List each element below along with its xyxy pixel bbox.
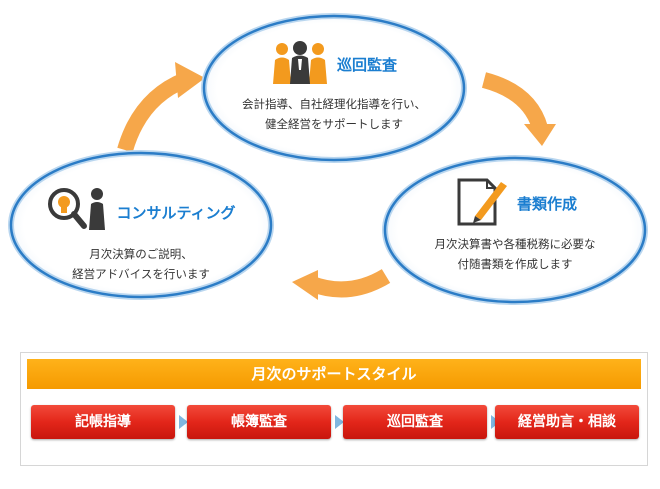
ellipse-documents <box>382 155 648 305</box>
node-patrol-desc-line2: 健全経営をサポートします <box>265 117 403 131</box>
people-icon <box>271 40 329 88</box>
cycle-arrow-top-right <box>481 72 556 146</box>
node-consulting-title: コンサルティング <box>116 203 236 222</box>
node-documents-title: 書類作成 <box>516 194 577 213</box>
node-consulting: コンサルティング 月次決算のご説明、 経営アドバイスを行います <box>21 186 261 284</box>
step-patrol-audit: 巡回監査 <box>343 405 487 439</box>
node-patrol-desc-line1: 会計指導、自社経理化指導を行い、 <box>242 97 426 111</box>
node-documents: 書類作成 月次決算書や各種税務に必要な 付随書類を作成します <box>395 176 635 274</box>
step-ledger-audit: 帳簿監査 <box>187 405 331 439</box>
node-patrol: 巡回監査 会計指導、自社経理化指導を行い、 健全経営をサポートします <box>214 40 454 134</box>
node-documents-desc-line2: 付随書類を作成します <box>457 257 573 271</box>
step-management-advice: 経営助言・相談 <box>495 405 639 439</box>
document-pen-icon <box>453 176 509 230</box>
node-consulting-desc-line1: 月次決算のご説明、 <box>89 247 193 261</box>
cycle-arrow-bottom <box>292 269 391 300</box>
support-steps: 記帳指導 帳簿監査 巡回監査 経営助言・相談 <box>27 405 641 445</box>
cycle-diagram <box>8 13 648 305</box>
support-style-panel: 月次のサポートスタイル 記帳指導 帳簿監査 巡回監査 経営助言・相談 <box>20 352 648 466</box>
node-documents-desc-line1: 月次決算書や各種税務に必要な <box>434 237 596 251</box>
node-consulting-desc-line2: 経営アドバイスを行います <box>72 267 210 281</box>
step-bookkeeping-guidance: 記帳指導 <box>31 405 175 439</box>
node-patrol-title: 巡回監査 <box>336 55 397 74</box>
step-arrow-1 <box>179 415 188 429</box>
cycle-arrow-top-left <box>117 62 205 153</box>
support-style-heading: 月次のサポートスタイル <box>27 359 641 389</box>
magnifier-person-icon <box>46 186 108 238</box>
ellipse-consulting <box>8 150 274 300</box>
step-arrow-2 <box>335 415 344 429</box>
ellipse-patrol <box>201 13 467 163</box>
